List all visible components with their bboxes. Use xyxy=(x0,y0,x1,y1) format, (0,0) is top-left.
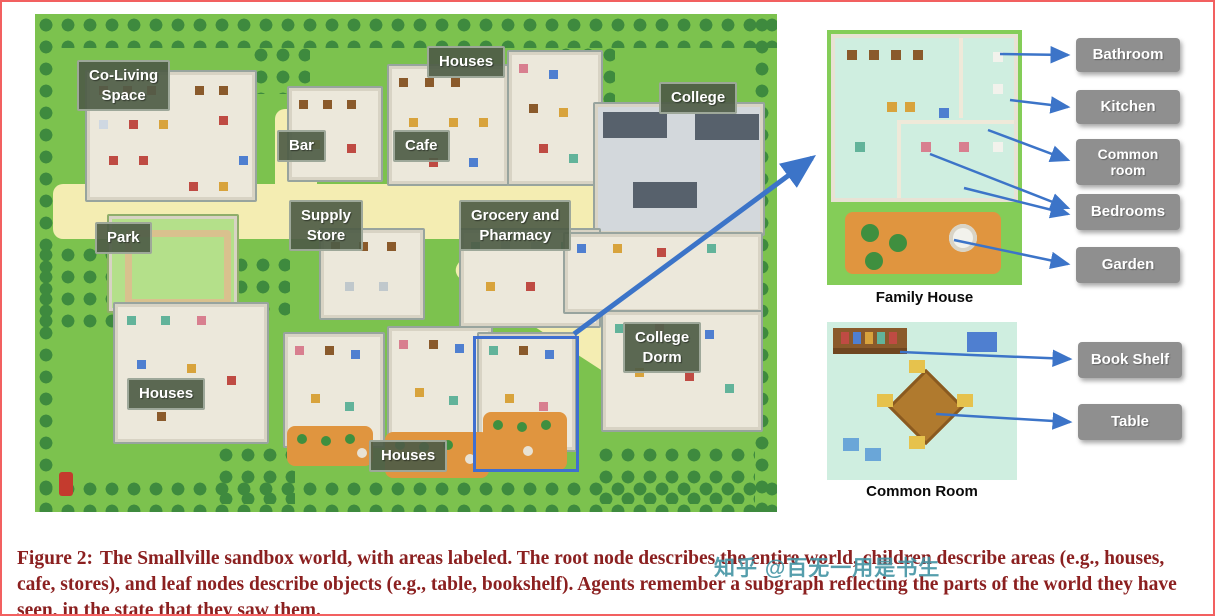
garden-bushes xyxy=(861,224,879,242)
family-house-rooms xyxy=(831,34,1018,202)
furniture-dots xyxy=(127,316,136,325)
tag-bedrooms: Bedrooms xyxy=(1076,194,1180,230)
selected-house-box xyxy=(473,336,579,472)
building-college xyxy=(593,102,765,236)
furniture-dots xyxy=(399,340,408,349)
furniture-dots xyxy=(299,100,308,109)
tree-cluster xyxy=(215,444,295,504)
garden-patch xyxy=(483,412,567,470)
common-room-inset xyxy=(827,322,1017,480)
interior-wall xyxy=(959,38,963,118)
center-table xyxy=(887,368,965,446)
building-dorm-upper xyxy=(563,232,763,314)
blue-desk xyxy=(967,332,997,352)
figure-caption-text: The Smallville sandbox world, with areas… xyxy=(17,547,1177,616)
common-room-caption: Common Room xyxy=(866,483,978,500)
family-house-inset xyxy=(827,30,1022,285)
tree-cluster xyxy=(595,444,755,504)
zhihu-watermark: 知乎 @百无一用是书生 xyxy=(714,557,941,580)
furniture-dots xyxy=(519,64,528,73)
map-label-houses-bottom: Houses xyxy=(369,440,448,472)
garden-table xyxy=(949,224,977,252)
tag-garden: Garden xyxy=(1076,247,1180,283)
building-houses-left xyxy=(113,302,269,444)
smallville-map: Co-Living Space Houses Bar Cafe College … xyxy=(35,14,777,512)
tag-table: Table xyxy=(1078,404,1182,440)
tag-common-room: Common room xyxy=(1076,139,1180,185)
furniture-dots xyxy=(847,50,857,60)
map-label-college: College xyxy=(659,82,738,114)
garden-patch xyxy=(287,426,373,466)
map-label-houses-top: Houses xyxy=(427,46,506,78)
tag-book-shelf: Book Shelf xyxy=(1078,342,1182,378)
furniture-dots xyxy=(489,346,498,355)
map-label-supply-store: Supply Store xyxy=(289,200,364,251)
red-car xyxy=(59,472,73,496)
map-label-bar: Bar xyxy=(277,130,327,162)
family-house-garden xyxy=(845,212,1001,274)
map-label-park: Park xyxy=(95,222,152,254)
map-label-college-dorm: College Dorm xyxy=(623,322,702,373)
building-cafe xyxy=(387,64,509,186)
furniture-dots xyxy=(399,78,408,87)
tree-cluster xyxy=(250,44,310,94)
tag-kitchen: Kitchen xyxy=(1076,90,1180,124)
map-label-grocery: Grocery and Pharmacy xyxy=(459,200,572,251)
family-house-caption: Family House xyxy=(875,289,974,306)
furniture-dots xyxy=(577,244,586,253)
tree-band-top xyxy=(35,14,777,48)
interior-wall xyxy=(901,120,1014,124)
books xyxy=(841,332,849,344)
figure-caption: Figure 2:The Smallville sandbox world, w… xyxy=(17,546,1203,616)
garden-plants xyxy=(297,434,307,444)
map-label-houses-left: Houses xyxy=(127,378,206,410)
map-label-co-living: Co-Living Space xyxy=(77,60,171,111)
garden-plants xyxy=(493,420,503,430)
tag-bathroom: Bathroom xyxy=(1076,38,1180,72)
building-houses-top xyxy=(507,50,603,186)
interior-wall xyxy=(897,120,901,198)
map-label-cafe: Cafe xyxy=(393,130,450,162)
college-roof-blocks xyxy=(603,112,667,138)
furniture-dots xyxy=(295,346,304,355)
figure-caption-label: Figure 2: xyxy=(17,547,94,569)
chairs xyxy=(877,394,893,407)
